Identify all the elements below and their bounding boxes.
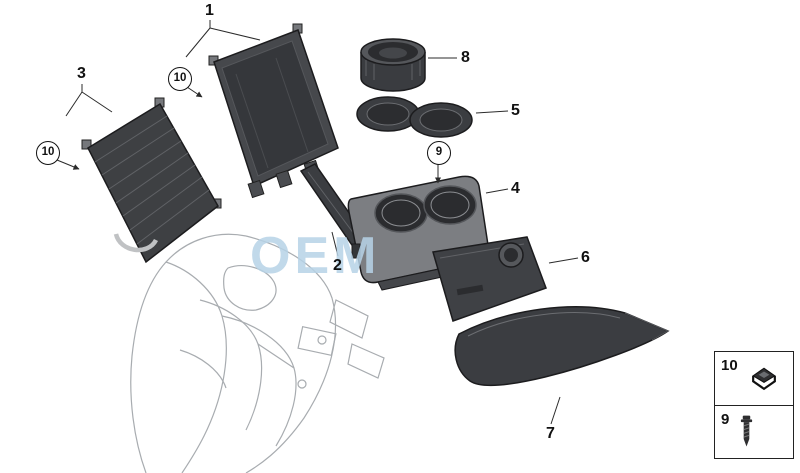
legend-item-clip: 10 [715,352,793,405]
callout-3[interactable]: 3 [77,65,86,82]
part-5-cupholder-mat [356,96,473,138]
callout-8[interactable]: 8 [461,49,470,66]
screw-icon [741,415,753,447]
callout-1[interactable]: 1 [205,2,214,19]
callout-7[interactable]: 7 [546,425,555,442]
watermark: OEM [250,227,381,285]
callout-9[interactable]: 9 [427,141,451,165]
callout-2[interactable]: 2 [333,257,342,274]
console-body-lineart [130,233,385,473]
callout-6[interactable]: 6 [581,249,590,266]
cover-handle [113,233,159,253]
clip-icon [751,367,776,391]
part-3-folding-cover [81,97,222,264]
callout-4[interactable]: 4 [511,180,520,197]
part-6-side-trim [432,236,547,322]
callout-10-left[interactable]: 10 [36,141,60,165]
legend-label-9: 9 [721,410,730,428]
callout-10-upper[interactable]: 10 [168,67,192,91]
legend-label-10: 10 [721,357,738,374]
legend-item-screw: 9 [715,404,793,459]
leader-lines [56,20,579,425]
callout-5[interactable]: 5 [511,102,520,119]
part-7-console-trim [454,306,670,387]
fastener-legend: 10 9 [714,351,794,459]
part-8-storage-insert [360,38,426,92]
part-1-cover-panel [208,23,339,199]
